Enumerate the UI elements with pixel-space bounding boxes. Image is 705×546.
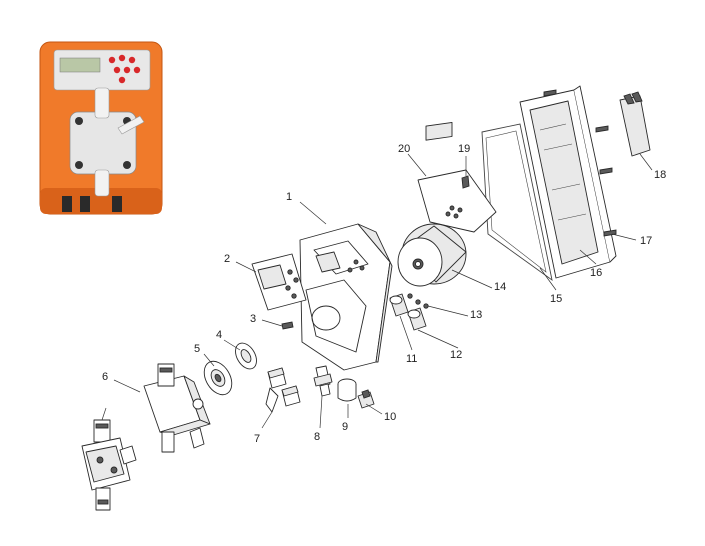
product-photo xyxy=(39,41,163,215)
callout-7: 7 xyxy=(254,433,260,445)
base-fittings xyxy=(62,196,122,212)
callout-1: 1 xyxy=(286,191,292,203)
callout-18: 18 xyxy=(654,169,666,181)
callout-13: 13 xyxy=(470,309,482,321)
lcd-display-icon xyxy=(59,57,101,73)
part-1-main-housing xyxy=(299,223,393,371)
part-6-valve-assembly xyxy=(81,419,137,511)
part-9-cap xyxy=(337,378,357,402)
part-8-nozzle xyxy=(313,365,333,397)
part-5-diaphragm xyxy=(203,360,233,396)
pump-head-bolts xyxy=(75,117,131,169)
part-11-knob xyxy=(389,293,409,317)
suction-valve xyxy=(94,169,110,197)
part-7-valve-fittings xyxy=(265,367,301,413)
callout-6: 6 xyxy=(102,371,108,383)
callout-17: 17 xyxy=(640,235,652,247)
callout-3: 3 xyxy=(250,313,256,325)
callout-4: 4 xyxy=(216,329,222,341)
callout-19: 19 xyxy=(458,143,470,155)
callout-5: 5 xyxy=(194,343,200,355)
callout-8: 8 xyxy=(314,431,320,443)
bleed-fitting xyxy=(117,115,145,135)
part-10-fitting xyxy=(357,389,375,409)
part-4-ring xyxy=(235,342,257,370)
part-20-circuit-board xyxy=(417,122,497,233)
callout-16: 16 xyxy=(590,267,602,279)
discharge-valve xyxy=(94,87,110,119)
part-14-motor xyxy=(397,223,467,287)
callout-14: 14 xyxy=(494,281,506,293)
part-18-wall-bracket xyxy=(619,91,651,157)
part-17-screws xyxy=(543,89,617,237)
part-19-screw xyxy=(461,175,470,189)
callout-11: 11 xyxy=(406,353,417,365)
callout-labels: 1 2 3 4 5 6 7 8 9 10 11 12 13 14 15 16 1… xyxy=(102,143,666,445)
part-16-back-cover xyxy=(519,85,617,279)
callout-15: 15 xyxy=(550,293,562,305)
callout-9: 9 xyxy=(342,421,348,433)
part-2-keypad-label xyxy=(251,253,307,311)
part-6-pump-head xyxy=(143,363,211,453)
leader-lines xyxy=(101,153,653,429)
callout-10: 10 xyxy=(384,411,396,423)
part-12-knob xyxy=(407,307,427,331)
panel-buttons xyxy=(108,54,141,84)
part-3-screw xyxy=(281,321,294,330)
callout-2: 2 xyxy=(224,253,230,265)
callout-12: 12 xyxy=(450,349,462,361)
callout-20: 20 xyxy=(398,143,410,155)
part-13-nuts xyxy=(407,293,429,309)
